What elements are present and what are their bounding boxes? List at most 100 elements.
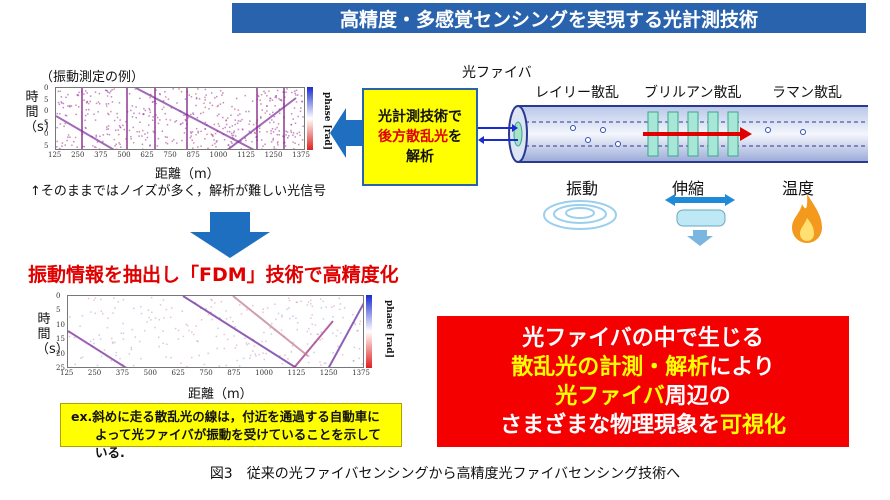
heatmap-mark bbox=[170, 356, 172, 359]
heatmap-mark bbox=[205, 308, 207, 310]
heatmap-mark bbox=[251, 304, 254, 307]
heatmap-mark bbox=[245, 139, 247, 142]
heatmap-mark bbox=[133, 307, 135, 310]
heatmap-mark bbox=[352, 359, 355, 362]
heatmap-mark bbox=[285, 130, 287, 133]
heatmap-mark bbox=[117, 301, 120, 303]
heatmap-mark bbox=[210, 92, 213, 94]
heatmap-mark bbox=[295, 317, 297, 319]
heatmap-mark bbox=[278, 108, 281, 110]
heatmap-mark bbox=[209, 102, 211, 104]
heatmap-mark bbox=[325, 362, 327, 364]
bottom-chart-xlabel: 距離（m） bbox=[188, 387, 253, 402]
heatmap-mark bbox=[225, 364, 228, 367]
tick-label: 1375 bbox=[292, 151, 310, 159]
heatmap-mark bbox=[291, 91, 293, 94]
heatmap-mark bbox=[117, 129, 119, 131]
heatmap-mark bbox=[198, 354, 200, 357]
heatmap-mark bbox=[192, 142, 195, 144]
heatmap-mark bbox=[140, 306, 142, 308]
heatmap-mark bbox=[204, 121, 207, 124]
tick-label: 1375 bbox=[352, 369, 370, 377]
colorbar bbox=[366, 295, 372, 368]
heatmap-mark bbox=[240, 148, 243, 149]
heatmap-mark bbox=[89, 95, 92, 97]
heatmap-mark bbox=[149, 96, 151, 99]
heatmap-mark bbox=[108, 92, 111, 94]
heatmap-mark bbox=[149, 111, 152, 114]
heatmap-mark bbox=[59, 113, 61, 115]
heatmap-mark bbox=[200, 130, 202, 133]
figure-caption: 図3 従来の光ファイバセンシングから高精度光ファイバセンシング技術へ bbox=[209, 466, 681, 482]
heatmap-mark bbox=[119, 143, 121, 146]
heatmap-mark bbox=[122, 332, 125, 335]
heatmap-mark bbox=[70, 105, 73, 107]
heatmap-mark bbox=[118, 142, 120, 144]
heatmap-mark bbox=[207, 352, 209, 355]
heatmap-mark bbox=[135, 88, 255, 149]
heatmap-mark bbox=[165, 141, 167, 144]
heatmap-mark bbox=[205, 94, 207, 96]
heatmap-mark bbox=[279, 99, 282, 101]
heatmap-mark bbox=[58, 103, 61, 106]
heatmap-mark bbox=[200, 148, 203, 149]
heatmap-mark bbox=[262, 145, 264, 147]
heatmap-mark bbox=[133, 112, 135, 115]
heatmap-mark bbox=[108, 113, 110, 116]
heatmap-mark bbox=[235, 97, 238, 100]
heatmap-mark bbox=[357, 329, 359, 332]
heatmap-mark bbox=[141, 135, 143, 137]
heatmap-mark bbox=[299, 110, 302, 113]
heatmap-mark bbox=[231, 105, 233, 108]
heatmap-mark bbox=[184, 98, 187, 100]
heatmap-mark bbox=[278, 112, 281, 115]
heatmap-mark bbox=[106, 133, 109, 136]
heatmap-mark bbox=[265, 340, 267, 343]
heatmap-mark bbox=[75, 104, 77, 107]
heatmap-mark bbox=[290, 351, 293, 353]
optical-fiber-illustration bbox=[478, 105, 868, 163]
heatmap-mark bbox=[118, 102, 121, 104]
flame-icon bbox=[792, 194, 822, 243]
heatmap-mark bbox=[277, 123, 280, 125]
heatmap-mark bbox=[288, 299, 291, 302]
heatmap-mark bbox=[297, 94, 299, 96]
heatmap-mark bbox=[231, 125, 234, 127]
heatmap-mark bbox=[259, 117, 262, 119]
summary-text: さまざまな物理現象を bbox=[499, 412, 720, 438]
heatmap-mark bbox=[292, 141, 294, 143]
heatmap-mark bbox=[319, 361, 321, 363]
heatmap-mark bbox=[232, 131, 235, 134]
heatmap-mark bbox=[128, 93, 131, 95]
heatmap-mark bbox=[213, 302, 216, 304]
heatmap-mark bbox=[274, 96, 277, 98]
heatmap-mark bbox=[164, 136, 167, 138]
heatmap-mark bbox=[196, 340, 198, 342]
heatmap-mark bbox=[68, 335, 71, 338]
heatmap-mark bbox=[62, 102, 65, 105]
heatmap-mark bbox=[144, 109, 147, 112]
heatmap-mark bbox=[151, 311, 153, 314]
heatmap-mark bbox=[56, 146, 58, 148]
heatmap-mark bbox=[307, 301, 310, 303]
heatmap-mark bbox=[216, 347, 218, 350]
heatmap-mark bbox=[353, 346, 356, 349]
heatmap-mark bbox=[317, 333, 319, 336]
heatmap-mark bbox=[170, 106, 173, 109]
heatmap-mark bbox=[96, 364, 99, 367]
heatmap-mark bbox=[81, 315, 84, 317]
heatmap-mark bbox=[248, 123, 251, 125]
heatmap-mark bbox=[311, 323, 313, 325]
heatmap-mark bbox=[230, 140, 232, 143]
heatmap-mark bbox=[120, 146, 122, 148]
heatmap-mark bbox=[142, 129, 144, 132]
example-note: ex.斜めに走る散乱光の線は，付近を通過する自動車に よって光ファイバが振動を受… bbox=[60, 403, 402, 460]
heatmap-mark bbox=[284, 354, 286, 356]
heatmap-mark bbox=[87, 297, 90, 300]
heatmap-mark bbox=[339, 303, 342, 305]
top-chart-ylabel: 時間（s） bbox=[24, 90, 57, 135]
heatmap-mark bbox=[176, 102, 178, 104]
heatmap-mark bbox=[215, 146, 217, 148]
heatmap-mark bbox=[66, 139, 68, 142]
